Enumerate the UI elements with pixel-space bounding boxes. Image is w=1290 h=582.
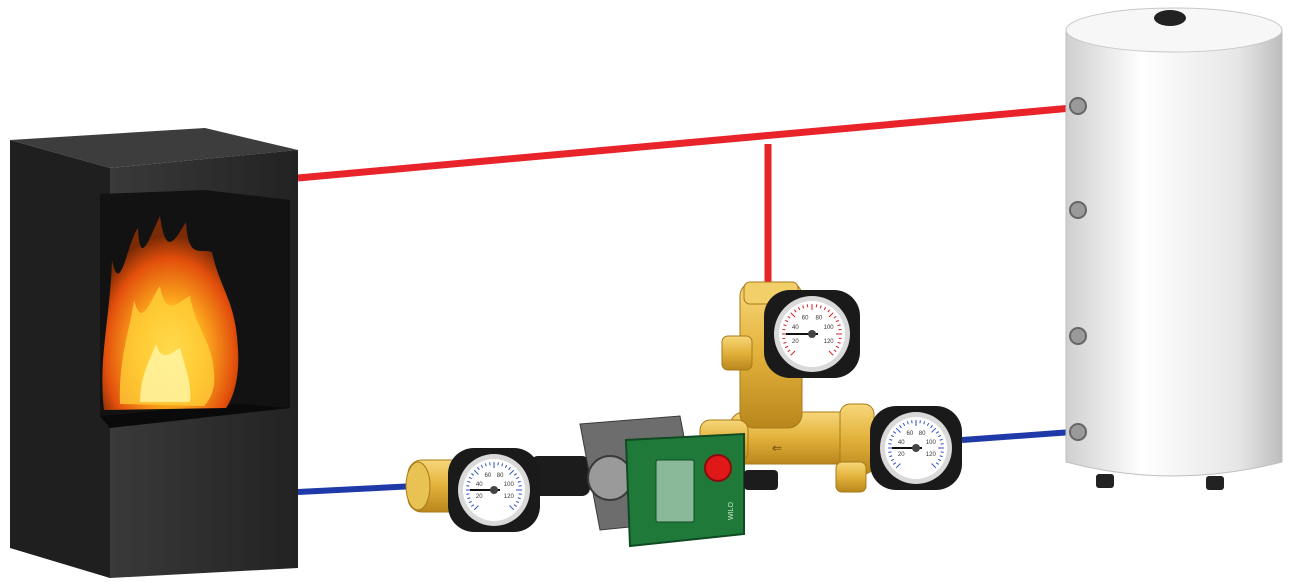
pump-control-button[interactable] (705, 455, 731, 481)
valve-side-port (722, 336, 752, 370)
supply-pipe-main (298, 108, 1072, 178)
gauge-top-label: 80 (816, 315, 823, 321)
pump-head-left (588, 456, 632, 500)
tank-foot-left (1096, 474, 1114, 488)
wood-stove (10, 128, 298, 578)
gauge-right-label: 120 (926, 452, 937, 458)
left-fitting-inlet (406, 462, 430, 510)
gauge-top-label: 100 (824, 325, 835, 331)
tank-foot-right (1206, 476, 1224, 490)
gauge-right-label: 20 (898, 452, 905, 458)
tank-port-2 (1070, 202, 1086, 218)
return-pipe-right (962, 432, 1072, 440)
tank-port-1 (1070, 98, 1086, 114)
pump-display (656, 460, 694, 522)
gauge-left-label: 40 (476, 482, 483, 488)
gauge-top-label: 60 (802, 315, 809, 321)
stove-side (10, 140, 110, 578)
gauge-left-label: 80 (497, 473, 504, 479)
tank-top-port (1154, 10, 1186, 26)
gauge-right-hub (912, 444, 920, 452)
gauge-top-label: 40 (792, 325, 799, 331)
gauge-top: 20 4060 80100 120 (764, 290, 860, 378)
storage-tank (1066, 8, 1282, 490)
gauge-right-label: 40 (898, 440, 905, 446)
pump-brand-label: WILO (728, 502, 735, 520)
circulation-pump: WILO (580, 416, 778, 546)
supply-pipes (298, 108, 1072, 288)
gauge-left-label: 100 (504, 482, 515, 488)
gauge-right-label: 80 (919, 431, 926, 437)
gauge-top-label: 120 (824, 339, 835, 345)
tank-body (1066, 32, 1282, 476)
tank-port-3 (1070, 328, 1086, 344)
gauge-left-label: 20 (476, 494, 483, 500)
gauge-right-label: 60 (907, 431, 914, 437)
gauge-right-label: 100 (926, 440, 937, 446)
pump-cable-gland (744, 470, 778, 490)
return-pipe-left (298, 486, 416, 492)
flow-arrow-icon: ⇐ (772, 441, 782, 455)
gauge-left-label: 60 (485, 473, 492, 479)
gauge-left-hub (490, 486, 498, 494)
tank-port-4 (1070, 424, 1086, 440)
gauge-left-label: 120 (504, 494, 515, 500)
gauge-top-label: 20 (792, 339, 799, 345)
valve-bottom-port (836, 462, 866, 492)
gauge-top-hub (808, 330, 816, 338)
